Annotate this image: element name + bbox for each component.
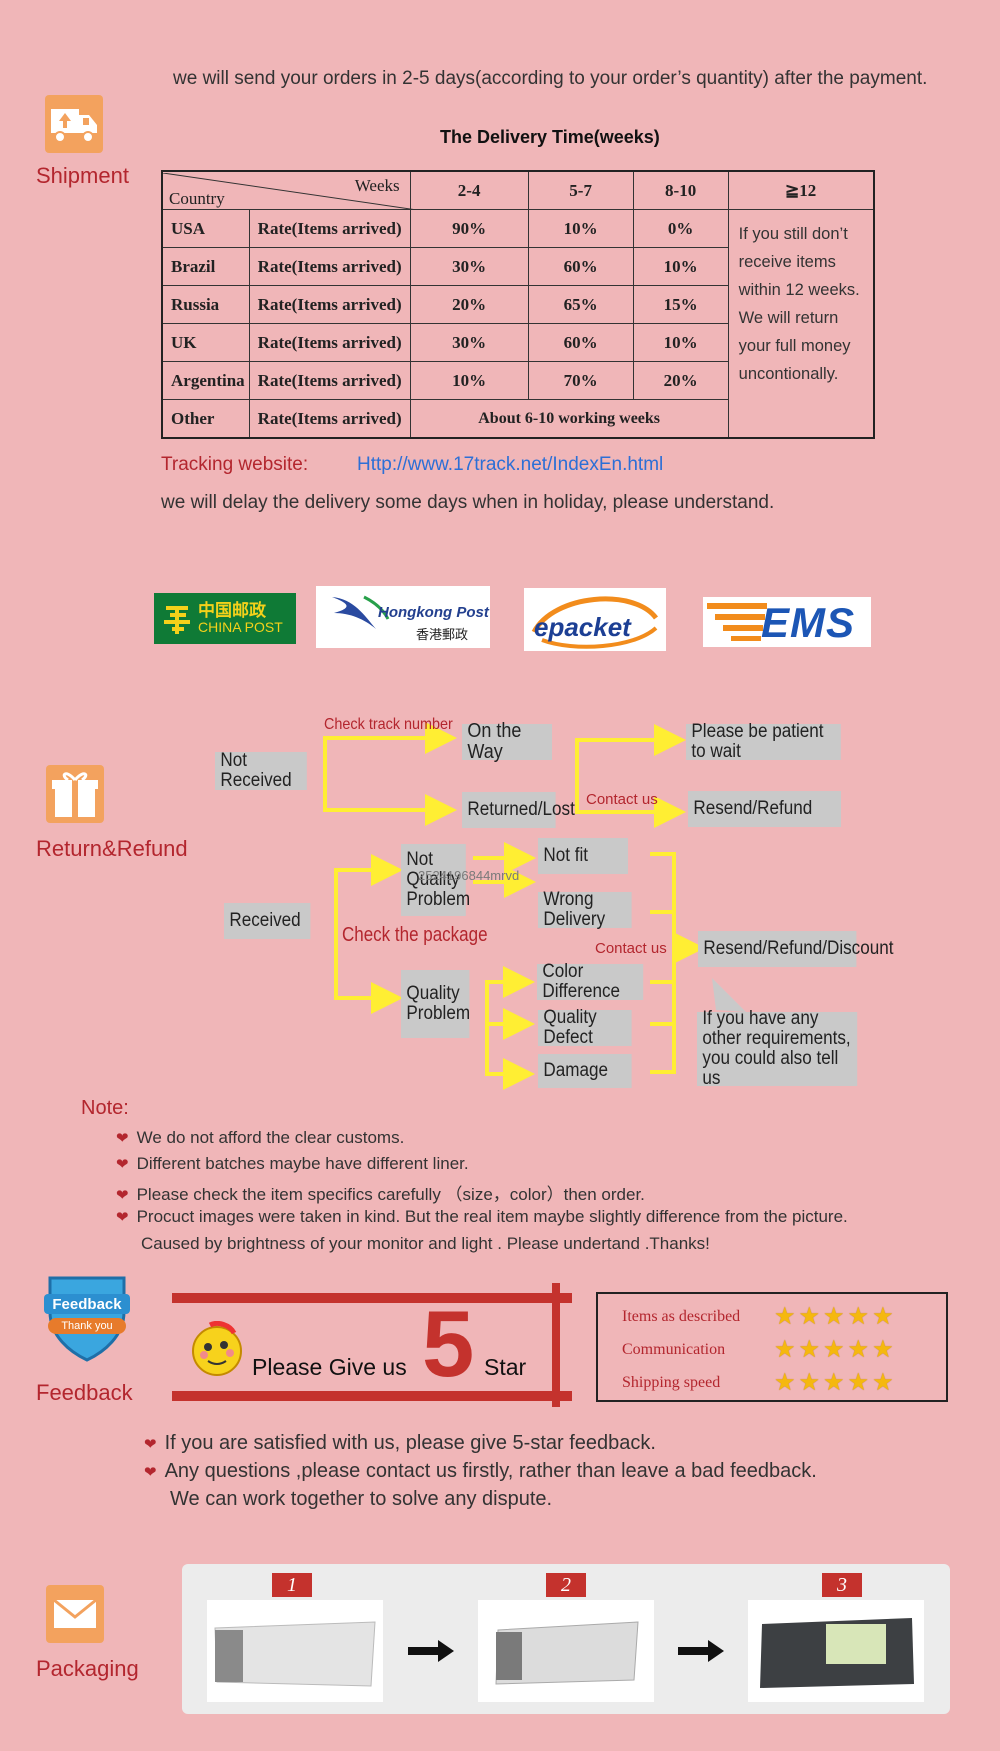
epacket-swoosh-icon — [531, 596, 659, 649]
heart-icon: ❤ — [116, 1209, 129, 1226]
node-resend-refund-discount: Resend/Refund/Discount — [698, 931, 894, 967]
node-other-requirements: If you have any other requirements, you … — [697, 1009, 858, 1088]
china-post-emblem-icon — [162, 602, 192, 636]
heart-icon: ❤ — [116, 1130, 129, 1147]
rating-label: Items as described — [622, 1308, 741, 1325]
node-returned-lost: Returned/Lost — [462, 792, 575, 828]
node-be-patient: Please be patient to wait — [686, 722, 841, 761]
node-not-quality-problem: Not Quality Problem — [401, 844, 470, 916]
note-item: ❤Procuct images were taken in kind. But … — [116, 1207, 848, 1226]
node-quality-problem: Quality Problem — [401, 970, 470, 1038]
corner-country: Country — [169, 188, 225, 208]
header-cell: 5-7 — [527, 170, 634, 210]
feedback-badge: Feedback Thank you — [44, 1272, 130, 1364]
five-star-banner: Please Give us 5 Star — [172, 1283, 572, 1407]
packaging-panel: 1 2 3 — [182, 1564, 950, 1714]
tracking-link[interactable]: Http://www.17track.net/IndexEn.html — [357, 454, 664, 475]
tracking-label: Tracking website: — [161, 454, 309, 475]
side-note: If you still don’t receive items within … — [727, 209, 875, 439]
step-number: 3 — [822, 1573, 862, 1597]
section-label-feedback: Feedback — [36, 1380, 133, 1405]
node-not-fit: Not fit — [538, 838, 628, 874]
section-label-packaging: Packaging — [36, 1656, 139, 1681]
feedback-item: ❤Any questions ,please contact us firstl… — [144, 1460, 817, 1482]
label-contact-us-2: Contact us — [595, 940, 667, 957]
arrow-right-icon — [678, 1638, 726, 1669]
shipment-intro: we will send your orders in 2-5 days(acc… — [173, 68, 928, 89]
node-quality-defect: Quality Defect — [538, 1008, 632, 1047]
note-item: ❤Different batches maybe have different … — [116, 1154, 469, 1173]
corner-diagonal — [163, 172, 417, 210]
header-cell: 2-4 — [409, 170, 529, 210]
ems-logo: EMS — [703, 597, 871, 647]
gift-icon — [46, 765, 104, 823]
node-on-the-way: On the Way — [462, 721, 552, 763]
ratings-box: Items as described ★★★★★ Communication ★… — [596, 1292, 948, 1402]
heart-icon: ❤ — [116, 1187, 129, 1204]
star-rating-icon: ★★★★★ — [774, 1369, 897, 1396]
note-continuation: Caused by brightness of your monitor and… — [141, 1234, 710, 1253]
node-not-received: Not Received — [215, 751, 307, 790]
note-title: Note: — [81, 1097, 129, 1119]
heart-icon: ❤ — [116, 1156, 129, 1173]
epacket-logo: epacket — [524, 588, 666, 651]
delivery-table: Weeks Country 2-4 5-7 8-10 ≧12 USA Rate(… — [161, 170, 875, 439]
heart-icon: ❤ — [144, 1436, 157, 1453]
package-photo-2 — [478, 1600, 654, 1702]
label-check-track: Check track number — [324, 716, 453, 733]
holiday-note: we will delay the delivery some days whe… — [161, 492, 775, 513]
feedback-item: ❤If you are satisfied with us, please gi… — [144, 1432, 656, 1454]
note-item: ❤Please check the item specifics careful… — [116, 1185, 645, 1204]
feedback-continuation: We can work together to solve any disput… — [170, 1488, 553, 1510]
label-contact-us-1: Contact us — [586, 791, 658, 808]
hongkong-post-logo: Hongkong Post 香港郵政 — [316, 586, 490, 648]
arrow-right-icon — [408, 1638, 456, 1669]
ems-stripes-icon — [707, 603, 767, 641]
step-number: 2 — [546, 1573, 586, 1597]
bird-icon — [332, 595, 390, 629]
node-resend-refund: Resend/Refund — [688, 791, 841, 827]
header-cell: ≧12 — [727, 170, 875, 210]
package-photo-3 — [748, 1600, 924, 1702]
table-row: Other Rate(Items arrived) About 6-10 wor… — [161, 399, 874, 439]
corner-weeks: Weeks — [354, 175, 400, 195]
star-rating-icon: ★★★★★ — [774, 1303, 897, 1330]
table-row: Argentina Rate(Items arrived) 10% 70% 20… — [161, 361, 874, 400]
step-number: 1 — [272, 1573, 312, 1597]
section-label-shipment: Shipment — [36, 163, 129, 188]
node-color-difference: Color Difference — [537, 962, 644, 1001]
note-item: ❤We do not afford the clear customs. — [116, 1128, 405, 1147]
node-damage: Damage — [538, 1054, 632, 1088]
section-label-return: Return&Refund — [36, 836, 188, 861]
rating-label: Shipping speed — [622, 1374, 721, 1391]
delivery-table-title: The Delivery Time(weeks) — [440, 127, 660, 147]
truck-icon — [45, 95, 103, 153]
header-cell: 8-10 — [632, 170, 729, 210]
table-row: USA Rate(Items arrived) 90% 10% 0% If yo… — [161, 209, 875, 439]
envelope-icon — [46, 1585, 104, 1643]
rating-label: Communication — [622, 1341, 726, 1358]
label-check-package: Check the package — [342, 924, 488, 946]
smiley-icon — [190, 1320, 244, 1377]
watermark-text: 2524196844mrvd — [418, 868, 520, 883]
heart-icon: ❤ — [144, 1464, 157, 1481]
table-row: UK Rate(Items arrived) 30% 60% 10% — [161, 323, 874, 362]
node-received: Received — [224, 903, 311, 939]
china-post-logo: 中国邮政 CHINA POST — [154, 593, 296, 644]
star-rating-icon: ★★★★★ — [774, 1336, 897, 1363]
table-corner: Weeks Country — [161, 170, 417, 210]
node-wrong-delivery: Wrong Delivery — [538, 890, 632, 929]
package-photo-1 — [207, 1600, 383, 1702]
